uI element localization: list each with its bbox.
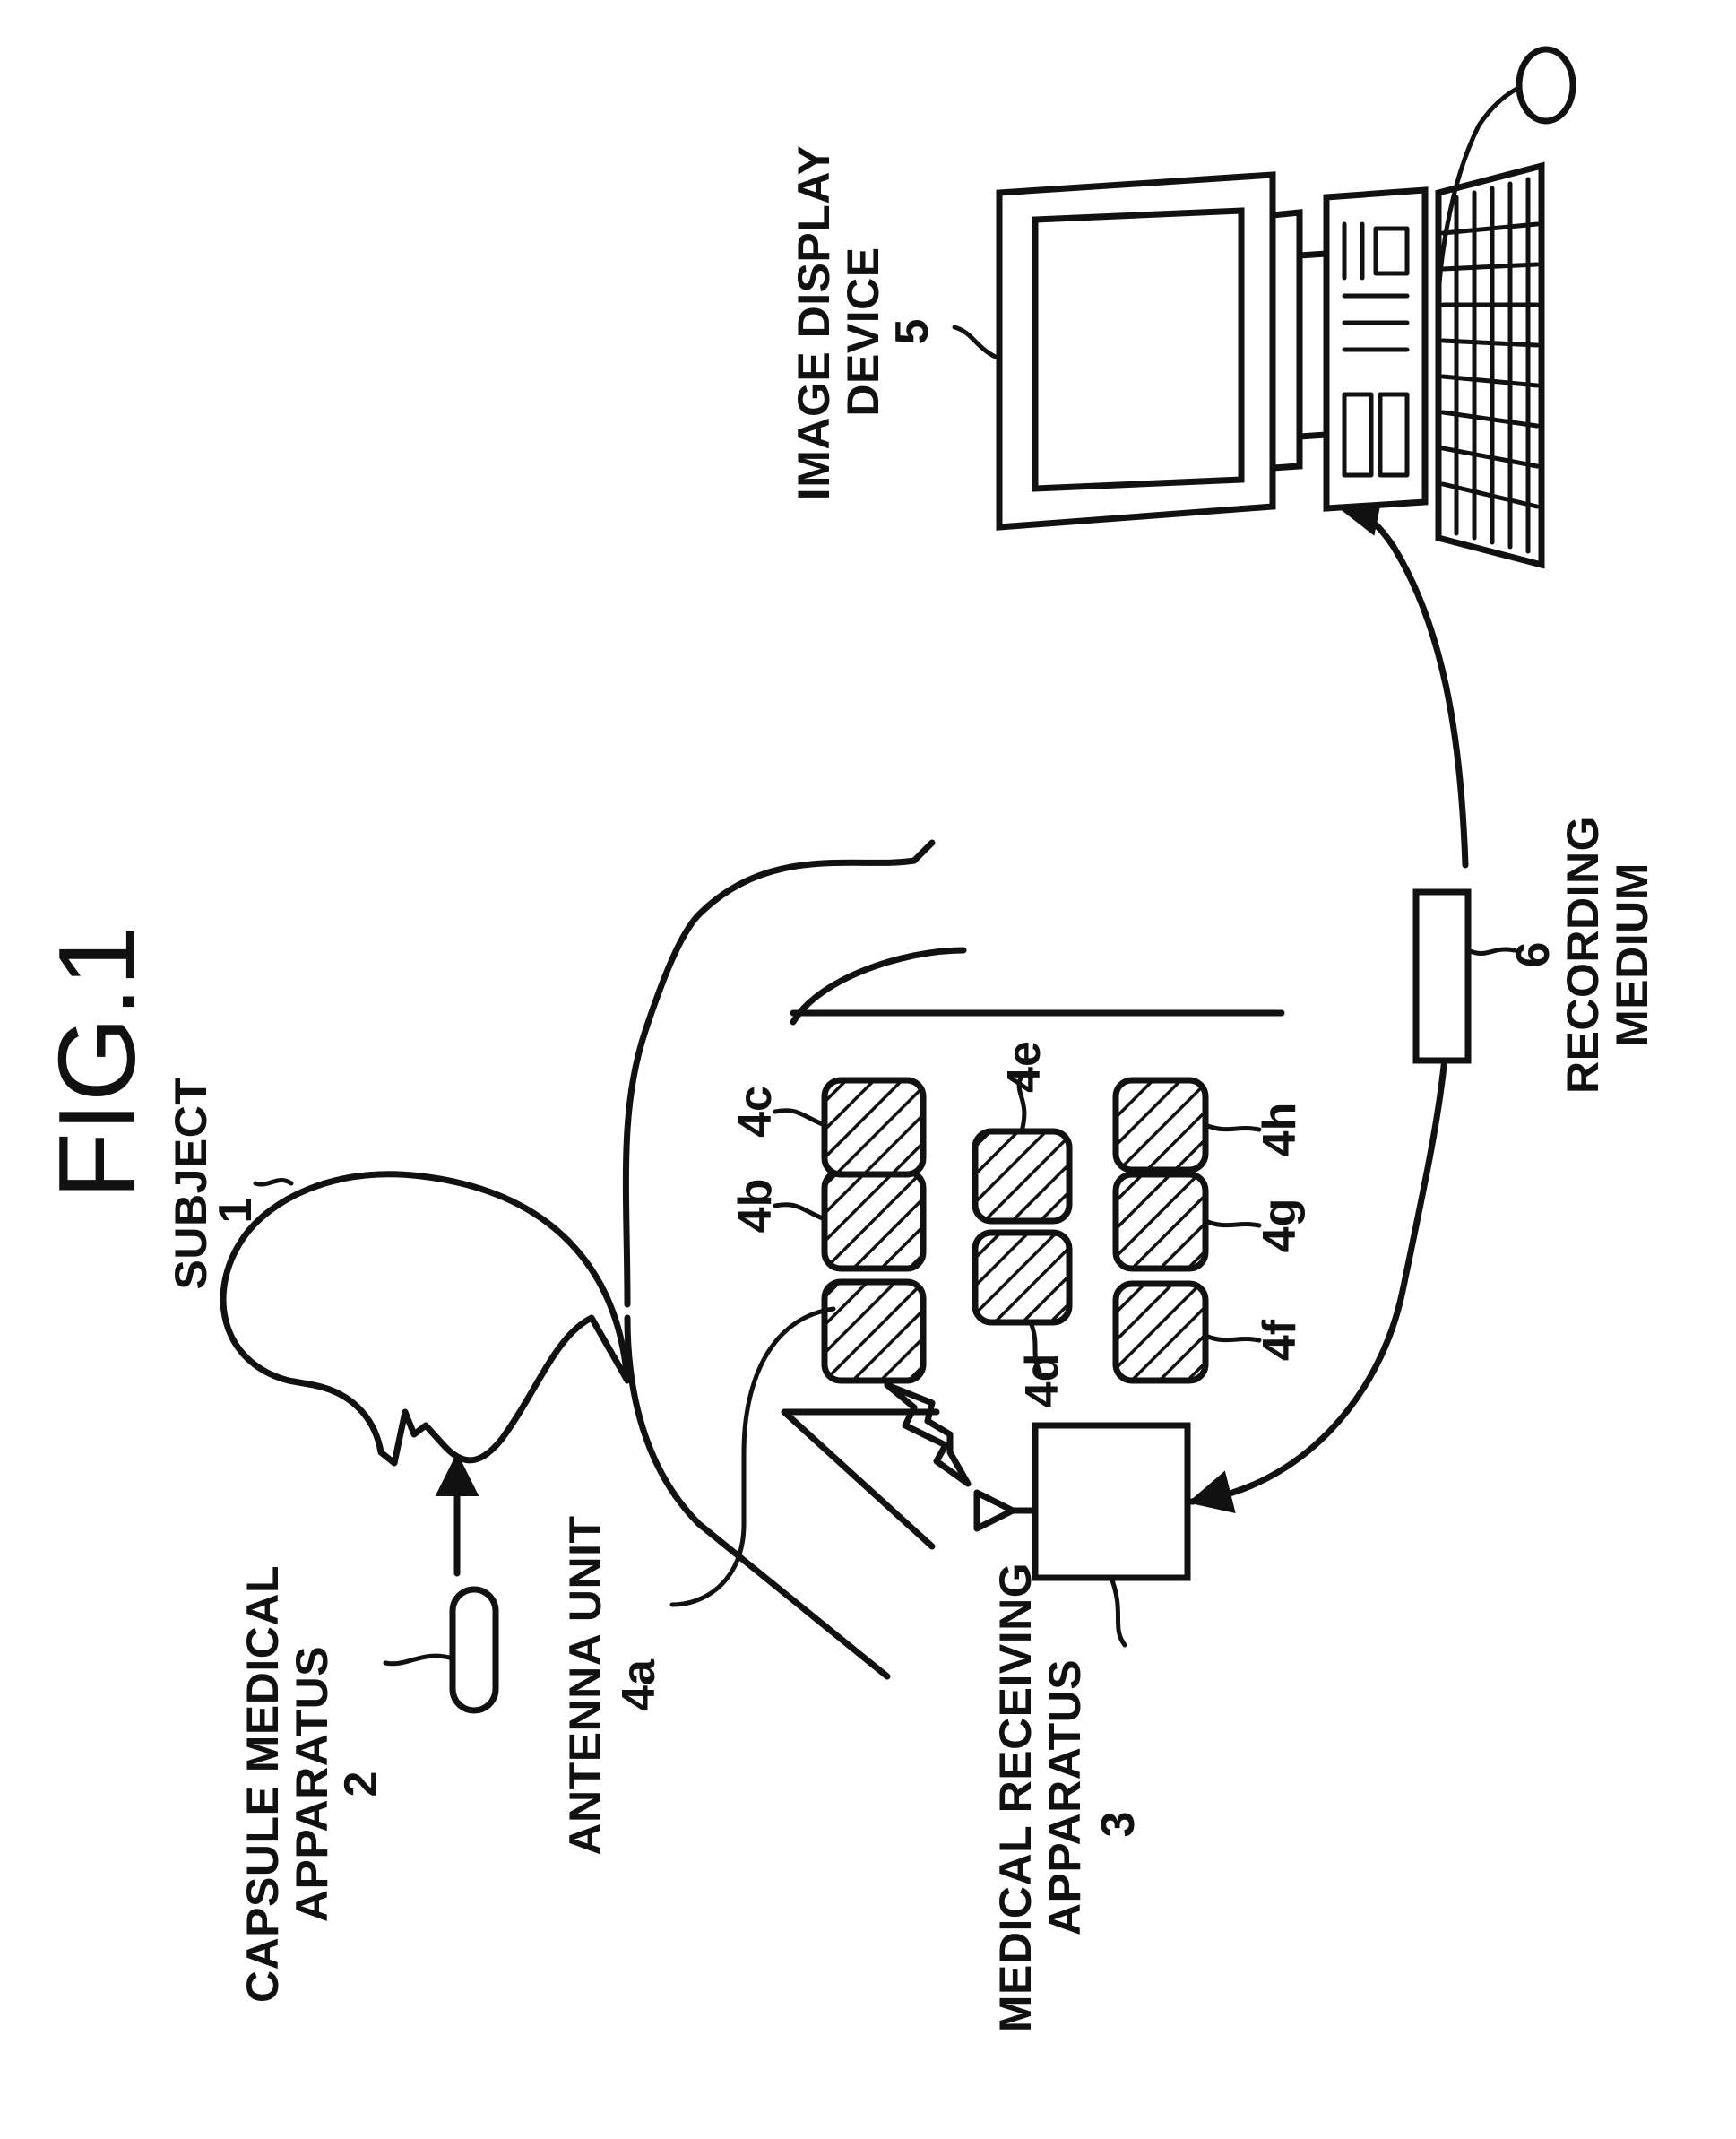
capsule-body	[453, 1589, 496, 1710]
label-subject: SUBJECT 1	[166, 1078, 262, 1290]
antenna-pad-4c	[825, 1080, 923, 1174]
mouse	[1519, 49, 1573, 121]
leader-4c	[775, 1111, 825, 1125]
recording-medium	[1416, 892, 1515, 1061]
antenna-pad-4a	[825, 1282, 923, 1381]
pad-label-4g-text: 4g	[1254, 1199, 1306, 1253]
capsule-leader	[385, 1656, 453, 1664]
pad-label-4e: 4e	[998, 1041, 1050, 1093]
subject-leader	[255, 1180, 291, 1184]
label-antenna: ANTENNA UNIT 4a	[560, 1515, 665, 1855]
receiver-leader	[1111, 1578, 1125, 1645]
pad-label-4g: 4g	[1254, 1199, 1306, 1253]
monitor-stand	[1273, 212, 1300, 468]
receiver-antenna	[977, 1493, 1035, 1528]
label-display: IMAGE DISPLAY DEVICE 5	[789, 145, 938, 500]
label-medium: 6 RECORDING MEDIUM	[1507, 816, 1657, 1094]
head-profile	[223, 1174, 627, 1463]
pad-label-4c: 4c	[730, 1086, 782, 1138]
leader-4f	[1205, 1336, 1259, 1340]
label-receiver-line2: APPARATUS	[1040, 1659, 1090, 1935]
pad-label-4f: 4f	[1254, 1319, 1306, 1361]
leader-4b	[775, 1205, 825, 1219]
monitor-screen	[1035, 211, 1241, 489]
label-display-line2: DEVICE	[838, 247, 888, 416]
receiver-body	[1035, 1425, 1188, 1578]
leader-4a	[672, 1309, 833, 1605]
label-receiver-number: 3	[1093, 1812, 1144, 1838]
pad-label-4f-text: 4f	[1254, 1319, 1306, 1361]
label-medium-line2: MEDIUM	[1607, 862, 1657, 1047]
label-subject-number: 1	[210, 1198, 262, 1224]
label-medium-line1: RECORDING	[1558, 816, 1608, 1094]
label-display-line1: IMAGE DISPLAY	[789, 145, 839, 500]
capsule-medical-apparatus	[385, 1457, 496, 1710]
leader-4g	[1205, 1221, 1259, 1225]
label-capsule-number: 2	[335, 1771, 387, 1797]
label-capsule-line2: APPARATUS	[287, 1646, 337, 1922]
pad-label-4b: 4b	[730, 1179, 782, 1234]
label-antenna-name: ANTENNA UNIT	[560, 1515, 610, 1855]
antenna-pad-4d	[975, 1233, 1069, 1322]
display-leader	[954, 327, 999, 359]
path-receiver-to-medium	[1192, 1058, 1445, 1502]
label-receiver-line1: MEDICAL RECEIVING	[990, 1563, 1041, 2032]
leader-4h	[1205, 1125, 1259, 1130]
shoulder-back	[914, 843, 932, 861]
pad-label-4b-text: 4b	[730, 1179, 782, 1234]
pad-label-4d: 4d	[1016, 1354, 1068, 1408]
path-medium-to-display	[1340, 507, 1465, 865]
label-medium-number: 6	[1507, 942, 1559, 968]
antenna-pad-4e	[975, 1131, 1069, 1221]
pad-label-4h: 4h	[1254, 1103, 1306, 1157]
radio-signal-bolt	[887, 1385, 968, 1484]
antenna-pad-4b	[825, 1172, 923, 1269]
monitor-base	[1300, 254, 1326, 437]
antenna-pad-4g	[1116, 1174, 1205, 1269]
figure-title-text: FIG.1	[36, 925, 158, 1199]
pad-label-4d-text: 4d	[1016, 1354, 1068, 1408]
antenna-pad-4f	[1116, 1284, 1205, 1381]
image-display-device	[954, 49, 1573, 565]
pad-label-4e-text: 4e	[998, 1041, 1050, 1093]
label-capsule: CAPSULE MEDICAL APPARATUS 2	[238, 1565, 387, 2003]
figure-title: FIG.1	[36, 925, 158, 1199]
label-subject-name: SUBJECT	[166, 1078, 216, 1290]
label-capsule-line1: CAPSULE MEDICAL	[238, 1565, 288, 2003]
antenna-pad-4h	[1116, 1080, 1205, 1170]
pad-label-4c-text: 4c	[730, 1086, 782, 1138]
recording-medium-body	[1416, 892, 1468, 1061]
path-arrow-into-receiver	[1192, 1497, 1210, 1502]
pad-label-4h-text: 4h	[1254, 1103, 1306, 1157]
label-display-number: 5	[886, 319, 938, 345]
label-antenna-number: 4a	[613, 1658, 665, 1711]
antenna-pads	[825, 1080, 1205, 1381]
